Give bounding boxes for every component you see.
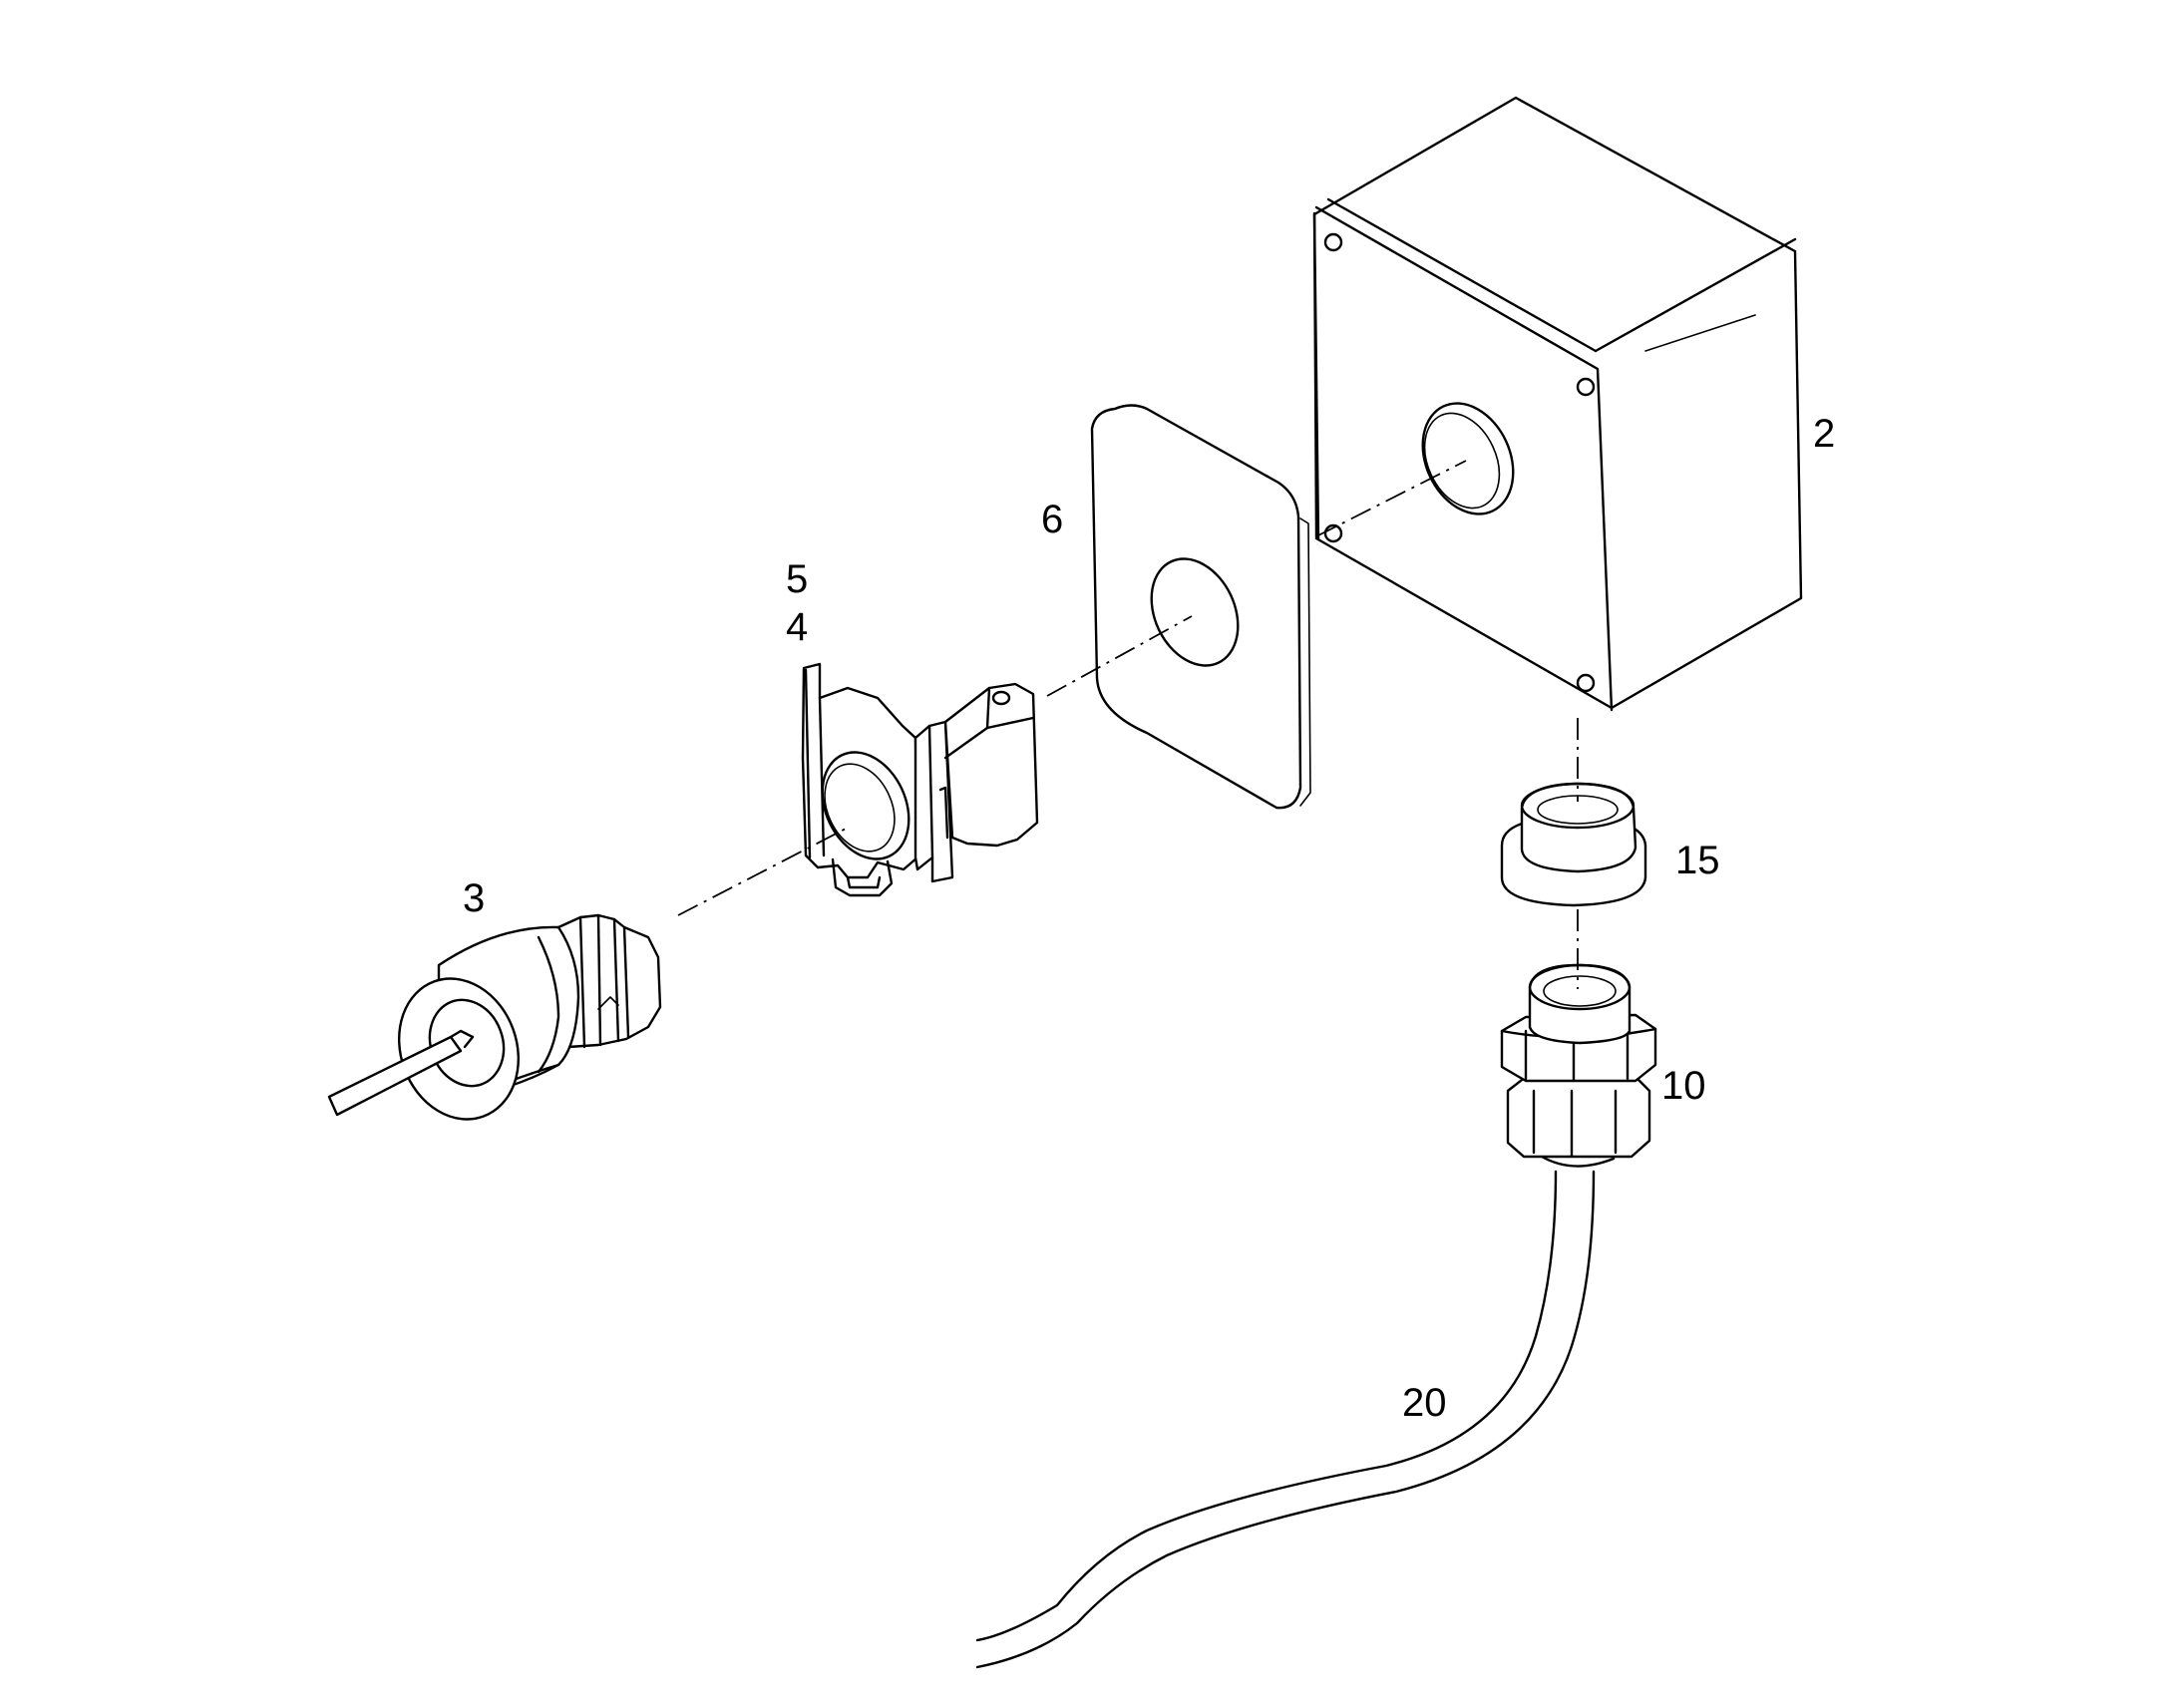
cable-gland [1500, 963, 1657, 1168]
callout-6: 6 [1041, 498, 1063, 541]
callout-labels: 2 6 5 4 3 15 10 20 [463, 412, 1835, 1425]
callout-2: 2 [1813, 412, 1835, 456]
contact-block [938, 682, 1039, 848]
assembly-axis-lines [677, 460, 1579, 989]
enclosure-box [1312, 96, 1803, 712]
callout-10: 10 [1661, 1064, 1706, 1108]
callout-4: 4 [786, 605, 808, 649]
mounting-collar [801, 662, 954, 897]
gasket-plate [1090, 404, 1311, 810]
cable [975, 1170, 1596, 1669]
callout-20: 20 [1402, 1381, 1447, 1425]
rubber-bushing [1500, 782, 1647, 907]
callout-15: 15 [1675, 839, 1720, 882]
callout-5: 5 [786, 557, 808, 601]
key-selector-switch [327, 913, 662, 1121]
callout-3: 3 [463, 876, 485, 920]
